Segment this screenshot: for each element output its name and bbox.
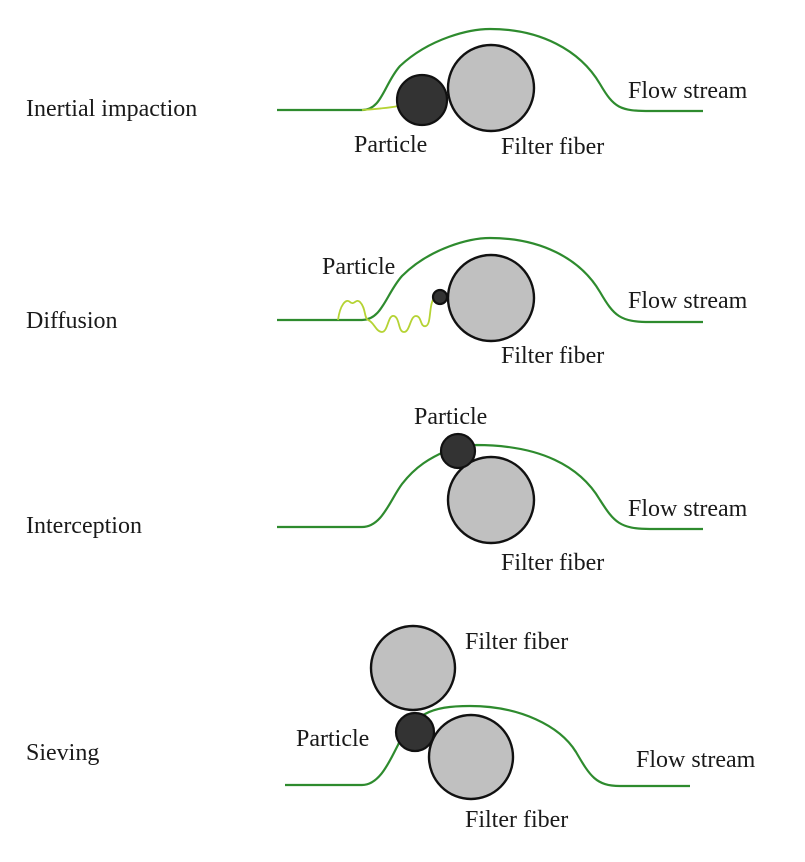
mechanism-label: Diffusion: [26, 308, 118, 334]
flow-stream-line: [277, 443, 703, 531]
filter-fiber-top: [369, 624, 457, 712]
flow-stream-line: [285, 704, 690, 788]
particle: [395, 73, 449, 127]
flow-stream-label: Flow stream: [628, 288, 748, 314]
flow-stream-label: Flow stream: [628, 78, 748, 104]
mechanism-label: Inertial impaction: [26, 96, 197, 122]
flow-stream-label: Flow stream: [636, 747, 756, 773]
flow-stream-label: Flow stream: [628, 496, 748, 522]
mechanism-label: Sieving: [26, 740, 99, 766]
filter-fiber-top-label: Filter fiber: [465, 629, 568, 655]
particle-trajectory: [361, 105, 399, 111]
panel-diffusion: Diffusion Particle Filter fiber Flow str…: [26, 236, 748, 369]
particle-label: Particle: [322, 254, 395, 280]
particle: [394, 711, 436, 753]
filter-fiber-bottom-label: Filter fiber: [465, 807, 568, 833]
particle-label: Particle: [414, 404, 487, 430]
filter-fiber-label: Filter fiber: [501, 134, 604, 160]
particle: [439, 432, 477, 470]
particle-label: Particle: [296, 726, 369, 752]
particle-diffusion-path: [337, 295, 447, 333]
filter-fiber-bottom: [427, 713, 515, 801]
particle: [431, 288, 449, 306]
filter-fiber-label: Filter fiber: [501, 343, 604, 369]
filter-fiber-label: Filter fiber: [501, 550, 604, 576]
flow-stream-line: [277, 236, 703, 324]
filter-fiber: [446, 43, 536, 133]
particle-label: Particle: [354, 132, 427, 158]
filter-fiber: [446, 455, 536, 545]
mechanism-label: Interception: [26, 513, 142, 539]
panel-interception: Interception Particle Filter fiber Flow …: [26, 404, 748, 576]
flow-stream-line: [277, 27, 703, 113]
filter-fiber: [446, 253, 536, 343]
panel-inertial-impaction: Inertial impaction Particle Filter fiber…: [26, 27, 748, 160]
panel-sieving: Sieving Filter fiber Particle Filter fib…: [26, 624, 756, 833]
